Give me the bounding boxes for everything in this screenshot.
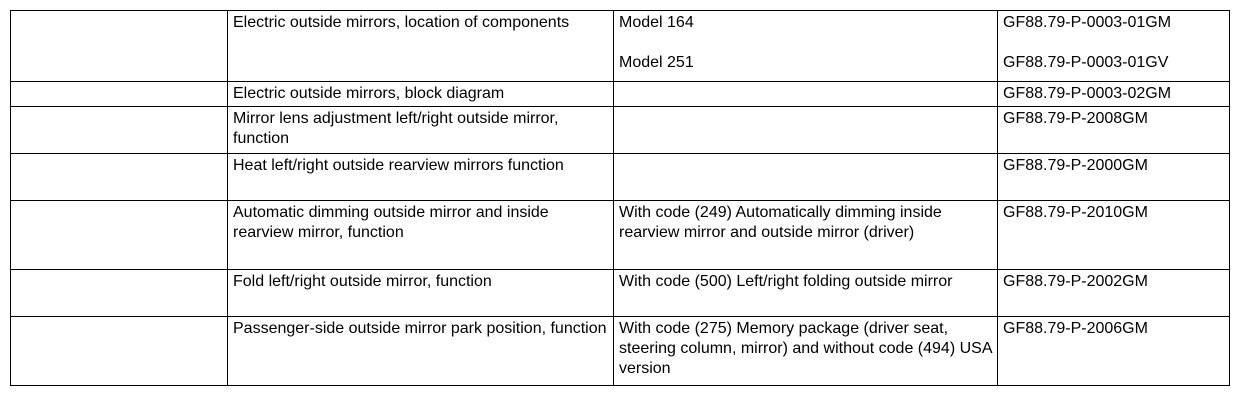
table-row: Electric outside mirrors, location of co…	[10, 10, 1230, 82]
condition-cell	[613, 81, 998, 107]
table-row: Heat left/right outside rearview mirrors…	[10, 153, 1230, 201]
document-number-cell: GF88.79-P-0003-01GM GF88.79-P-0003-01GV	[997, 10, 1230, 82]
table-row: Mirror lens adjustment left/right outsid…	[10, 106, 1230, 154]
condition-cell: With code (249) Automatically dimming in…	[613, 200, 998, 270]
topic-cell: Automatic dimming outside mirror and ins…	[227, 200, 614, 270]
table-row: Automatic dimming outside mirror and ins…	[10, 200, 1230, 270]
empty-cell	[10, 269, 228, 317]
condition-line: Model 251	[619, 54, 694, 71]
condition-cell	[613, 106, 998, 154]
document-number-cell: GF88.79-P-2000GM	[997, 153, 1230, 201]
condition-cell: With code (275) Memory package (driver s…	[613, 316, 998, 386]
topic-cell: Heat left/right outside rearview mirrors…	[227, 153, 614, 201]
spacer	[619, 33, 993, 53]
topic-cell: Mirror lens adjustment left/right outsid…	[227, 106, 614, 154]
empty-cell	[10, 10, 228, 82]
document-number-cell: GF88.79-P-2006GM	[997, 316, 1230, 386]
table-row: Electric outside mirrors, block diagram …	[10, 81, 1230, 107]
document-number-cell: GF88.79-P-2010GM	[997, 200, 1230, 270]
condition-line: Model 164	[619, 14, 694, 31]
topic-cell: Fold left/right outside mirror, function	[227, 269, 614, 317]
document-table: Electric outside mirrors, location of co…	[10, 10, 1230, 386]
document-number-cell: GF88.79-P-2008GM	[997, 106, 1230, 154]
condition-cell: Model 164 Model 251	[613, 10, 998, 82]
document-number: GF88.79-P-0003-01GV	[1003, 54, 1169, 71]
document-number: GF88.79-P-0003-01GM	[1003, 14, 1172, 31]
condition-cell: With code (500) Left/right folding outsi…	[613, 269, 998, 317]
condition-cell	[613, 153, 998, 201]
empty-cell	[10, 153, 228, 201]
table-row: Fold left/right outside mirror, function…	[10, 269, 1230, 317]
spacer	[1003, 33, 1225, 53]
empty-cell	[10, 81, 228, 107]
topic-cell: Electric outside mirrors, block diagram	[227, 81, 614, 107]
table-row: Passenger-side outside mirror park posit…	[10, 316, 1230, 386]
empty-cell	[10, 200, 228, 270]
topic-cell: Passenger-side outside mirror park posit…	[227, 316, 614, 386]
topic-cell: Electric outside mirrors, location of co…	[227, 10, 614, 82]
empty-cell	[10, 106, 228, 154]
document-number-cell: GF88.79-P-2002GM	[997, 269, 1230, 317]
document-number-cell: GF88.79-P-0003-02GM	[997, 81, 1230, 107]
empty-cell	[10, 316, 228, 386]
